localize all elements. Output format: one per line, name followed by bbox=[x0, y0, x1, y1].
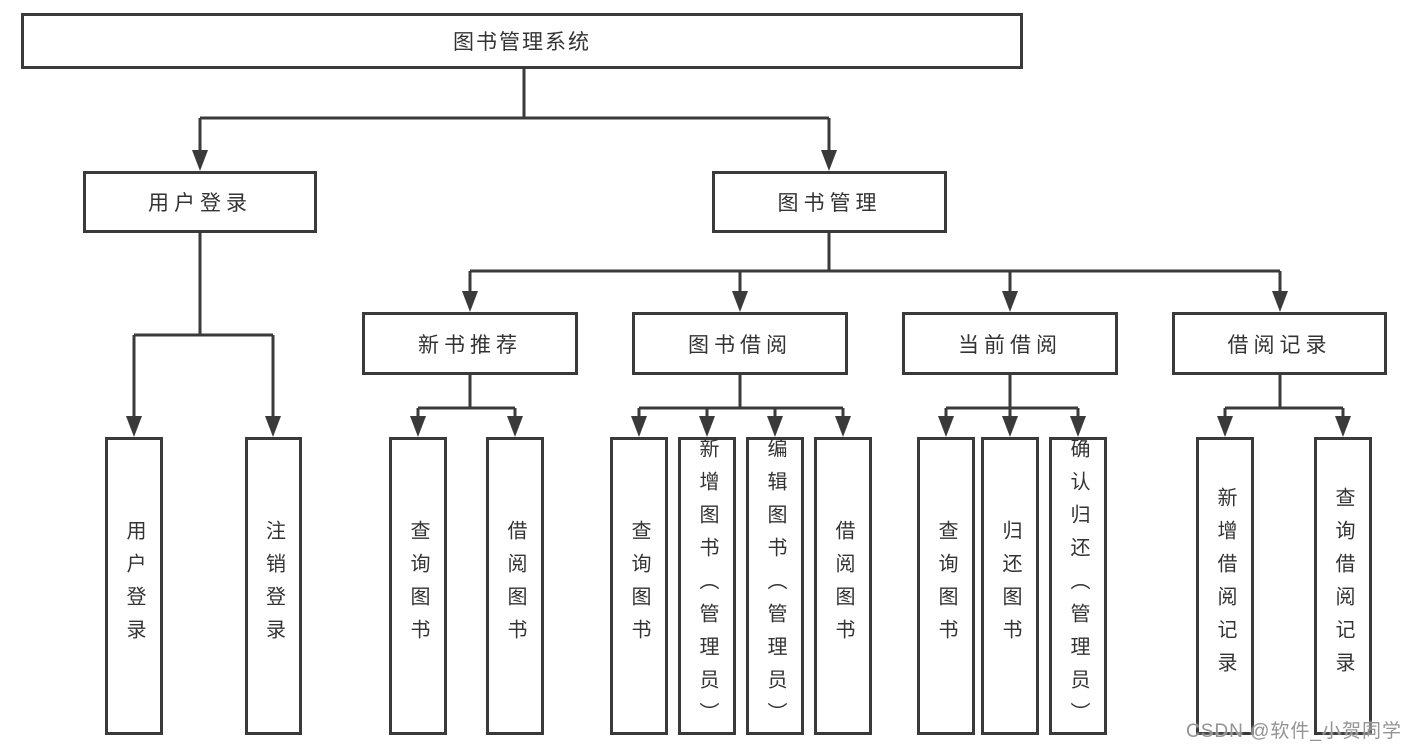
leaf-query-books-borrow: 查询图书 bbox=[610, 437, 668, 735]
arrow-down-icon bbox=[1002, 416, 1018, 437]
leaf-add-books-admin: 新增图书（管理员） bbox=[678, 437, 736, 735]
arrow-down-icon bbox=[835, 416, 851, 437]
arrow-down-icon bbox=[1070, 416, 1086, 437]
arrow-down-icon bbox=[507, 416, 523, 437]
leaf-query-books-current: 查询图书 bbox=[917, 437, 975, 735]
arrow-down-icon bbox=[1335, 416, 1351, 437]
arrow-down-icon bbox=[1272, 291, 1288, 312]
leaf-label: 查询借阅记录 bbox=[1332, 487, 1354, 685]
leaf-borrow-books: 借阅图书 bbox=[814, 437, 872, 735]
connector-user-login-branch bbox=[132, 233, 275, 422]
connector-current-borrow-branch bbox=[944, 375, 1080, 422]
arrow-down-icon bbox=[699, 416, 715, 437]
connector-root-to-level2 bbox=[198, 69, 831, 156]
connector-book-borrow-branch bbox=[637, 375, 845, 422]
leaf-label: 归还图书 bbox=[999, 520, 1021, 652]
leaf-label: 借阅图书 bbox=[504, 520, 526, 652]
leaf-user-login: 用户登录 bbox=[105, 437, 163, 735]
leaf-label: 注销登录 bbox=[262, 520, 285, 652]
leaf-label: 编辑图书（管理员） bbox=[764, 437, 786, 735]
arrow-down-icon bbox=[938, 416, 954, 437]
leaf-label: 新增借阅记录 bbox=[1214, 487, 1236, 685]
leaf-label: 新增图书（管理员） bbox=[696, 437, 718, 735]
arrow-down-icon bbox=[1217, 416, 1233, 437]
leaf-query-borrow-record: 查询借阅记录 bbox=[1314, 437, 1372, 735]
arrow-down-icon bbox=[265, 416, 281, 437]
arrow-down-icon bbox=[126, 416, 142, 437]
arrow-down-icon bbox=[192, 150, 208, 171]
connector-new-book-branch bbox=[416, 375, 517, 422]
leaf-label: 确认归还（管理员） bbox=[1067, 437, 1089, 735]
leaf-return-books: 归还图书 bbox=[981, 437, 1039, 735]
node-new-book-recommend: 新书推荐 bbox=[362, 312, 578, 375]
connector-book-management-branch bbox=[468, 233, 1282, 297]
leaf-label: 查询图书 bbox=[407, 520, 429, 652]
arrow-down-icon bbox=[1002, 291, 1018, 312]
arrow-down-icon bbox=[732, 291, 748, 312]
arrow-down-icon bbox=[462, 291, 478, 312]
connector-borrow-records-branch bbox=[1223, 375, 1345, 422]
node-book-borrow: 图书借阅 bbox=[632, 312, 848, 375]
arrow-down-icon bbox=[410, 416, 426, 437]
leaf-logout: 注销登录 bbox=[245, 437, 302, 735]
leaf-label: 查询图书 bbox=[935, 520, 957, 652]
arrow-down-icon bbox=[767, 416, 783, 437]
watermark: CSDN @软件_小贺同学 bbox=[1186, 721, 1402, 742]
node-library-management-system: 图书管理系统 bbox=[21, 13, 1023, 69]
leaf-edit-books-admin: 编辑图书（管理员） bbox=[746, 437, 804, 735]
arrow-down-icon bbox=[631, 416, 647, 437]
leaf-label: 借阅图书 bbox=[832, 520, 854, 652]
node-user-login: 用户登录 bbox=[83, 171, 317, 233]
leaf-confirm-return-admin: 确认归还（管理员） bbox=[1049, 437, 1107, 735]
leaf-query-books-recommend: 查询图书 bbox=[389, 437, 447, 735]
leaf-label: 查询图书 bbox=[628, 520, 650, 652]
arrow-down-icon bbox=[821, 150, 837, 171]
node-book-management: 图书管理 bbox=[712, 171, 947, 233]
leaf-add-borrow-record: 新增借阅记录 bbox=[1196, 437, 1254, 735]
node-current-borrow: 当前借阅 bbox=[902, 312, 1118, 375]
leaf-label: 用户登录 bbox=[123, 520, 145, 652]
node-borrow-records: 借阅记录 bbox=[1172, 312, 1387, 375]
leaf-borrow-books-recommend: 借阅图书 bbox=[486, 437, 544, 735]
